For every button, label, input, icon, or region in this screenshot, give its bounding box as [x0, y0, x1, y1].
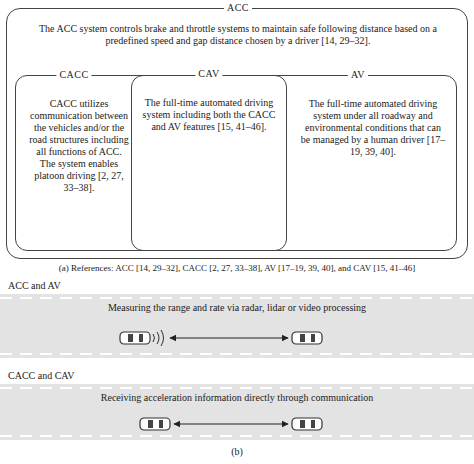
lane-line — [0, 435, 474, 437]
subfigure-caption: (b) — [0, 446, 474, 458]
box-heading: ACC — [224, 2, 252, 14]
road-band: Measuring the range and rate via radar, … — [0, 294, 474, 358]
gap-arrow — [170, 337, 288, 338]
box-heading: CAV — [195, 68, 222, 80]
box-text: The full-time automated driving system u… — [300, 98, 446, 158]
road-band: Receiving acceleration information direc… — [0, 384, 474, 440]
lane-line — [0, 353, 474, 355]
lane-line — [0, 297, 474, 299]
car-icon — [292, 332, 322, 344]
road-band-fill — [0, 294, 474, 358]
car-icon — [292, 418, 322, 430]
lane-line — [0, 387, 474, 389]
box-heading: AV — [348, 69, 368, 81]
box-text: Receiving acceleration information direc… — [10, 392, 464, 404]
box-text: CACC utilizes communication between the … — [28, 98, 130, 194]
communication-arrow — [174, 423, 288, 424]
box-text: The ACC system controls brake and thrott… — [27, 23, 449, 47]
box-text: The full-time automated driving system i… — [141, 97, 277, 133]
overlap-region: CAVThe full-time automated driving syste… — [131, 75, 287, 251]
outer-box: ACCThe ACC system controls brake and thr… — [6, 8, 468, 259]
road-band-fill — [0, 384, 474, 440]
box-text: Measuring the range and rate via radar, … — [10, 302, 464, 314]
section-label: CACC and CAV — [8, 370, 208, 382]
section-label: ACC and AV — [8, 280, 208, 292]
car-icon — [120, 332, 150, 344]
car-icon — [140, 418, 170, 430]
subfigure-caption: (a) References: ACC [14, 29–32], CACC [2… — [0, 262, 474, 274]
radar-waves — [153, 330, 164, 346]
box-heading: CACC — [56, 69, 91, 81]
